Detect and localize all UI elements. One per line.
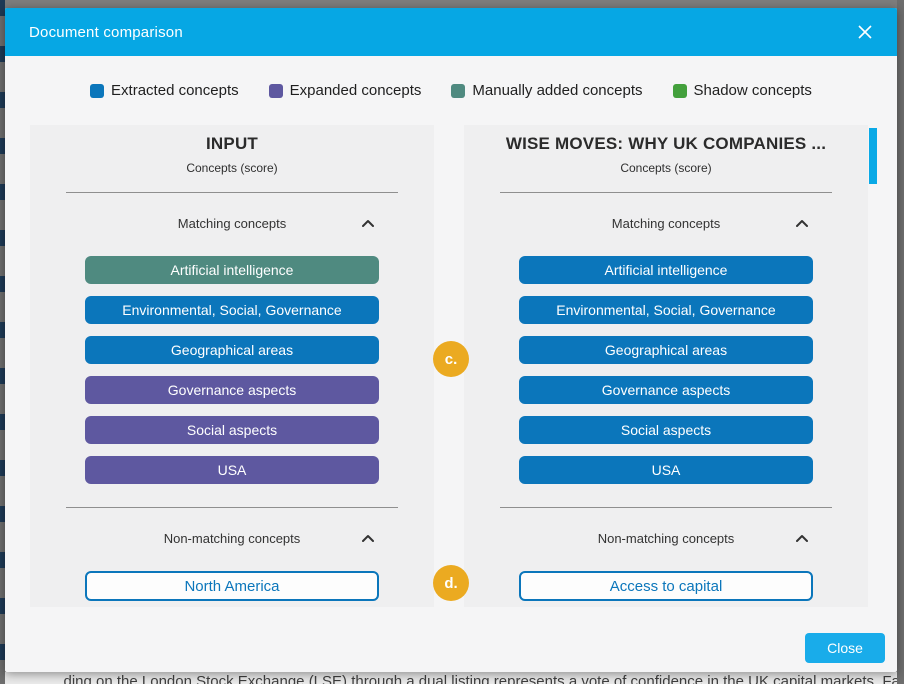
non-matching-concept-pill[interactable]: North America	[85, 571, 379, 601]
comparison-columns: INPUT Concepts (score) Matching concepts…	[5, 125, 897, 607]
concept-type-legend: Extracted concepts Expanded concepts Man…	[5, 56, 897, 125]
column-subtitle: Concepts (score)	[186, 161, 278, 175]
close-button[interactable]: Close	[805, 633, 885, 663]
legend-label: Shadow concepts	[693, 82, 812, 99]
manually-added-swatch-icon	[451, 83, 466, 98]
matching-concepts-list: Artificial intelligence Environmental, S…	[85, 256, 379, 484]
background-page-strip: ...ding on the London Stock Exchange (LS…	[5, 672, 897, 684]
divider	[66, 507, 398, 508]
document-comparison-dialog: Document comparison Extracted concepts E…	[5, 8, 897, 672]
section-label: Matching concepts	[611, 216, 721, 231]
legend-item-manually-added: Manually added concepts	[451, 82, 643, 99]
legend-item-expanded: Expanded concepts	[268, 82, 422, 99]
section-label: Matching concepts	[177, 216, 287, 231]
chevron-up-icon[interactable]	[362, 218, 374, 230]
legend-label: Manually added concepts	[472, 82, 643, 99]
concept-pill[interactable]: Governance aspects	[519, 376, 813, 404]
dialog-footer: Close	[5, 607, 897, 672]
dialog-title: Document comparison	[29, 23, 183, 41]
concept-pill[interactable]: USA	[519, 456, 813, 484]
chevron-up-icon[interactable]	[796, 533, 808, 545]
annotation-badge-d: d.	[433, 565, 469, 601]
annotation-badge-c: c.	[433, 341, 469, 377]
expanded-swatch-icon	[268, 83, 283, 98]
legend-item-shadow: Shadow concepts	[672, 82, 812, 99]
extracted-swatch-icon	[90, 83, 105, 98]
dimmed-page-right-edge	[897, 0, 904, 684]
concept-pill[interactable]: Geographical areas	[519, 336, 813, 364]
column-title: INPUT	[206, 134, 258, 153]
divider	[500, 507, 832, 508]
scrollbar-thumb[interactable]	[869, 128, 877, 184]
input-document-column: INPUT Concepts (score) Matching concepts…	[30, 125, 434, 607]
concept-pill[interactable]: Geographical areas	[85, 336, 379, 364]
concept-pill[interactable]: Environmental, Social, Governance	[85, 296, 379, 324]
concept-pill[interactable]: Artificial intelligence	[519, 256, 813, 284]
concept-pill[interactable]: Social aspects	[519, 416, 813, 444]
background-page-text: ...ding on the London Stock Exchange (LS…	[51, 673, 897, 684]
shadow-swatch-icon	[672, 83, 687, 98]
concept-pill[interactable]: Artificial intelligence	[85, 256, 379, 284]
matching-concepts-header: Matching concepts	[30, 216, 434, 232]
section-label: Non-matching concepts	[163, 531, 301, 546]
dialog-header: Document comparison	[5, 8, 897, 56]
non-matching-concepts-header: Non-matching concepts	[30, 531, 434, 547]
chevron-up-icon[interactable]	[796, 218, 808, 230]
divider	[66, 192, 398, 193]
divider	[500, 192, 832, 193]
legend-label: Expanded concepts	[289, 82, 422, 99]
non-matching-concepts-header: Non-matching concepts	[464, 531, 868, 547]
legend-label: Extracted concepts	[111, 82, 239, 99]
concept-pill[interactable]: Governance aspects	[85, 376, 379, 404]
concept-pill[interactable]: Environmental, Social, Governance	[519, 296, 813, 324]
legend-item-extracted: Extracted concepts	[90, 82, 239, 99]
section-label: Non-matching concepts	[597, 531, 735, 546]
matching-concepts-list: Artificial intelligence Environmental, S…	[519, 256, 813, 484]
chevron-up-icon[interactable]	[362, 533, 374, 545]
close-icon[interactable]	[851, 18, 879, 46]
compared-document-column: WISE MOVES: WHY UK COMPANIES ... Concept…	[464, 125, 868, 607]
non-matching-concept-pill[interactable]: Access to capital	[519, 571, 813, 601]
concept-pill[interactable]: Social aspects	[85, 416, 379, 444]
column-subtitle: Concepts (score)	[620, 161, 712, 175]
column-title: WISE MOVES: WHY UK COMPANIES ...	[505, 134, 827, 153]
matching-concepts-header: Matching concepts	[464, 216, 868, 232]
dimmed-page-left-edge	[0, 0, 5, 684]
concept-pill[interactable]: USA	[85, 456, 379, 484]
